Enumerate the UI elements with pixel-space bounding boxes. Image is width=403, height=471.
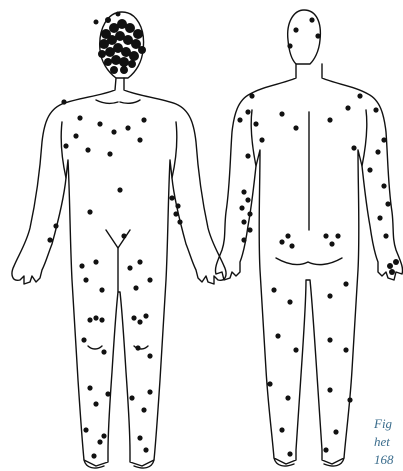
figure-caption-line-3: 168 [374, 453, 394, 466]
front-body-outline [12, 12, 226, 468]
figure-caption-line-1: Fig [374, 417, 392, 430]
figure-caption-line-2: het [374, 435, 390, 448]
front-body-lesions [47, 99, 182, 458]
